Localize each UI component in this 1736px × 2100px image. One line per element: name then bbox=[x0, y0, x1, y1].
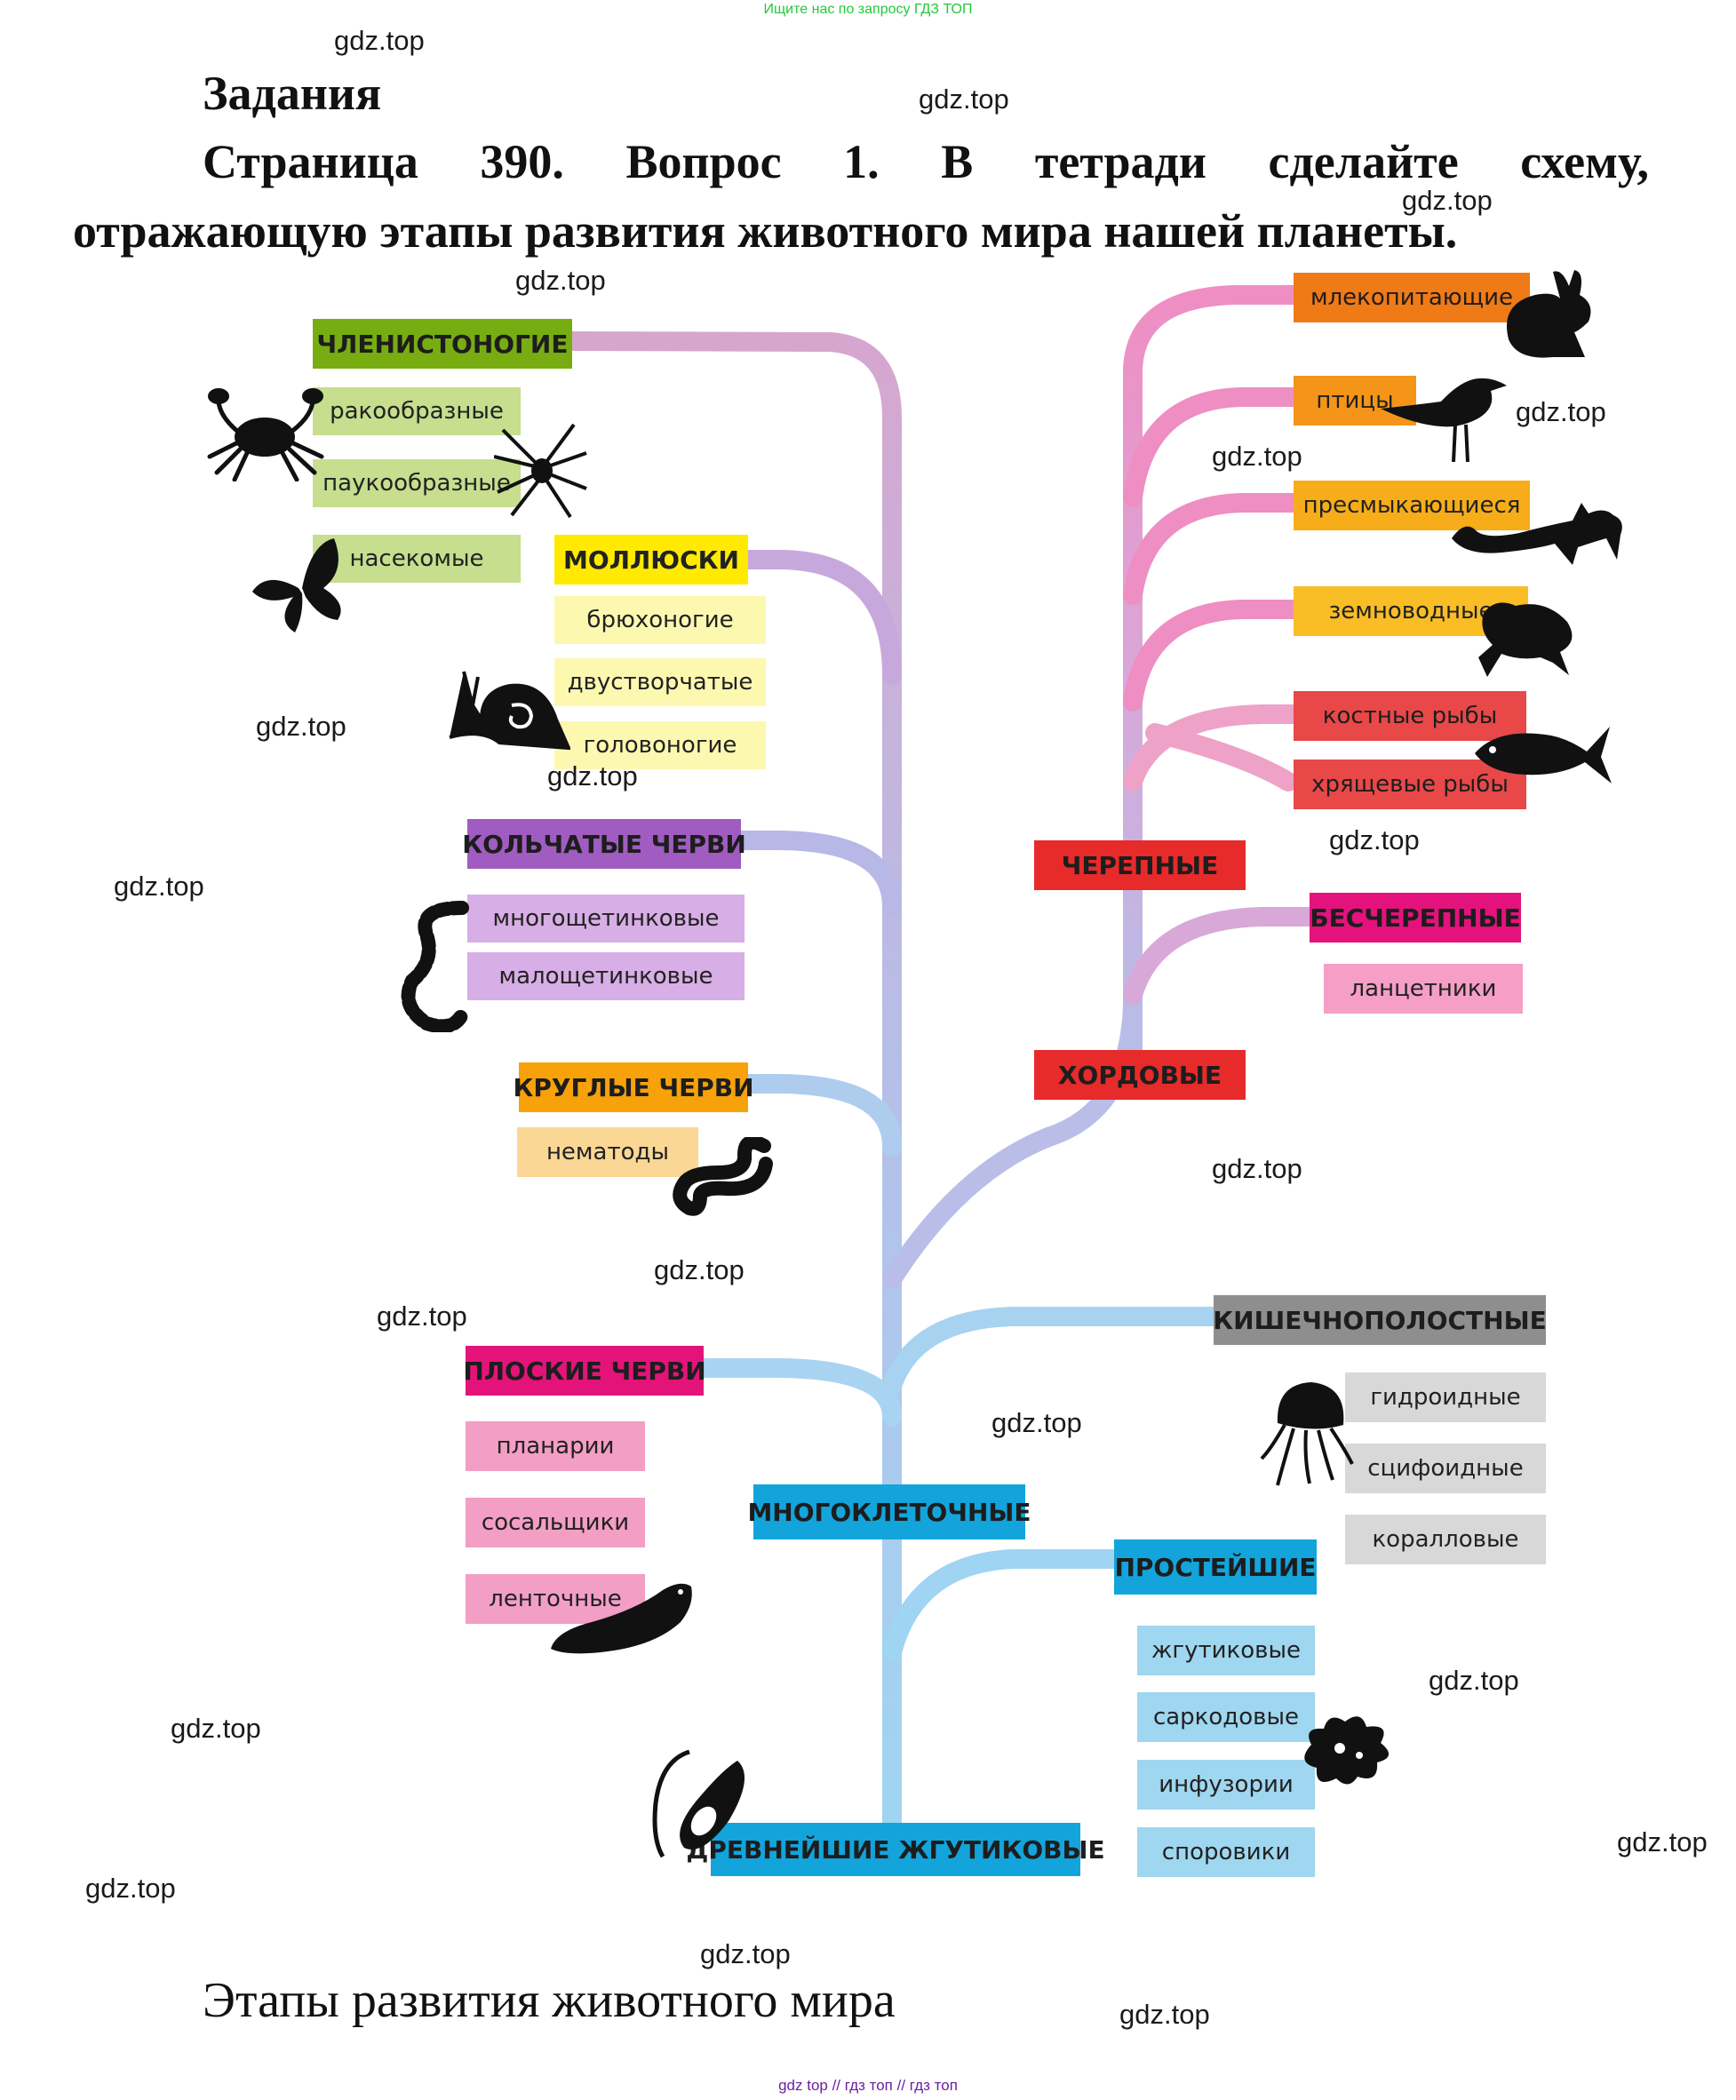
subgroup-corals: коралловые bbox=[1345, 1515, 1546, 1564]
rabbit-icon bbox=[1507, 270, 1591, 358]
subgroup-lancelets: ланцетники bbox=[1324, 964, 1523, 1014]
subgroup-bivalves: двустворчатые bbox=[554, 658, 766, 706]
worm-icon bbox=[401, 901, 469, 1032]
question-line-1: Страница 390. Вопрос 1. В тетради сделай… bbox=[203, 135, 1649, 188]
watermark: gdz.top bbox=[991, 1407, 1082, 1438]
class-reptiles: пресмыкающиеся bbox=[1294, 481, 1530, 530]
class-cartilaginous-fish: хрящевые рыбы bbox=[1294, 760, 1526, 809]
watermark: gdz.top bbox=[85, 1873, 176, 1904]
group-annelids: КОЛЬЧАТЫЕ ЧЕРВИ bbox=[462, 819, 746, 869]
watermark: gdz.top bbox=[1402, 185, 1493, 216]
subgroup-flukes: сосальщики bbox=[466, 1498, 645, 1547]
watermark: gdz.top bbox=[547, 760, 638, 791]
group-arthropods: ЧЛЕНИСТОНОГИЕ bbox=[313, 319, 572, 369]
watermark: gdz.top bbox=[1429, 1665, 1519, 1696]
watermark: gdz.top bbox=[1617, 1826, 1708, 1857]
subgroup-sarcodines: саркодовые bbox=[1137, 1692, 1315, 1742]
amoeba-icon bbox=[1304, 1716, 1390, 1785]
group-molluscs: МОЛЛЮСКИ bbox=[554, 535, 748, 585]
watermark: gdz.top bbox=[515, 265, 606, 296]
group-flatworms: ПЛОСКИЕ ЧЕРВИ bbox=[463, 1346, 706, 1396]
butterfly-icon bbox=[252, 538, 341, 632]
lizard-icon bbox=[1452, 503, 1622, 565]
group-craniates: ЧЕРЕПНЫЕ bbox=[1034, 840, 1246, 890]
question-line-2: отражающую этапы развития животного мира… bbox=[73, 204, 1458, 258]
subgroup-ciliates: инфузории bbox=[1137, 1760, 1315, 1810]
snail-icon bbox=[449, 671, 570, 750]
class-birds: птицы bbox=[1294, 376, 1416, 426]
group-chordates: ХОРДОВЫЕ bbox=[1034, 1050, 1246, 1100]
euglena-icon bbox=[652, 1750, 745, 1858]
subgroup-oligochaetes: малощетинковые bbox=[467, 952, 745, 1000]
group-roundworms: КРУГЛЫЕ ЧЕРВИ bbox=[513, 1062, 754, 1112]
watermark: gdz.top bbox=[1119, 1999, 1210, 2030]
watermark: gdz.top bbox=[377, 1301, 467, 1332]
watermark: gdz.top bbox=[256, 711, 346, 742]
spider-icon bbox=[494, 423, 587, 519]
subgroup-hydroids: гидроидные bbox=[1345, 1372, 1546, 1422]
subgroup-gastropods: брюхоногие bbox=[554, 596, 766, 644]
frog-icon bbox=[1478, 602, 1573, 677]
top-banner: Ищите нас по запросу ГДЗ ТОП bbox=[763, 2, 973, 17]
watermark: gdz.top bbox=[334, 25, 425, 56]
section-title: Задания bbox=[203, 67, 382, 120]
group-acrania: БЕСЧЕРЕПНЫЕ bbox=[1310, 893, 1521, 943]
subgroup-insects: насекомые bbox=[313, 535, 521, 583]
leech-icon bbox=[551, 1583, 692, 1654]
figure-caption: Этапы развития животного мира bbox=[203, 1973, 896, 2028]
watermark: gdz.top bbox=[1516, 396, 1606, 427]
node-multicellular: МНОГОКЛЕТОЧНЫЕ bbox=[747, 1484, 1031, 1539]
subgroup-cephalopods: головоногие bbox=[554, 721, 766, 769]
watermark: gdz.top bbox=[1212, 1153, 1302, 1184]
nematode-icon bbox=[673, 1137, 773, 1216]
watermark: gdz.top bbox=[654, 1254, 745, 1285]
subgroup-scyphozoans: сцифоидные bbox=[1345, 1444, 1546, 1493]
footer-links[interactable]: gdz top // гдз топ // гдз топ bbox=[778, 2077, 958, 2094]
group-protozoa: ПРОСТЕЙШИЕ bbox=[1114, 1539, 1317, 1595]
subgroup-crustaceans: ракообразные bbox=[313, 387, 521, 435]
watermark: gdz.top bbox=[1329, 824, 1420, 855]
group-coelenterates: КИШЕЧНОПОЛОСТНЫЕ bbox=[1213, 1295, 1547, 1345]
subgroup-flagellates: жгутиковые bbox=[1137, 1626, 1315, 1675]
watermark: gdz.top bbox=[919, 84, 1009, 115]
watermark: gdz.top bbox=[114, 871, 204, 902]
class-mammals: млекопитающие bbox=[1294, 273, 1530, 322]
subgroup-arachnids: паукообразные bbox=[313, 459, 521, 507]
watermark: gdz.top bbox=[171, 1713, 261, 1744]
subgroup-planarians: планарии bbox=[466, 1421, 645, 1471]
watermark: gdz.top bbox=[700, 1938, 791, 1969]
watermark: gdz.top bbox=[1212, 441, 1302, 472]
jellyfish-icon bbox=[1260, 1382, 1354, 1486]
subgroup-nematodes: нематоды bbox=[517, 1127, 698, 1177]
node-ancient-flagellates: ДРЕВНЕЙШИЕ ЖГУТИКОВЫЕ bbox=[686, 1823, 1105, 1876]
class-bony-fish: костные рыбы bbox=[1294, 691, 1526, 741]
fish-icon bbox=[1475, 727, 1612, 784]
crab-icon bbox=[207, 388, 324, 481]
bird-icon bbox=[1381, 378, 1507, 463]
subgroup-polychaetes: многощетинковые bbox=[467, 895, 745, 943]
subgroup-sporozoans: споровики bbox=[1137, 1827, 1315, 1877]
